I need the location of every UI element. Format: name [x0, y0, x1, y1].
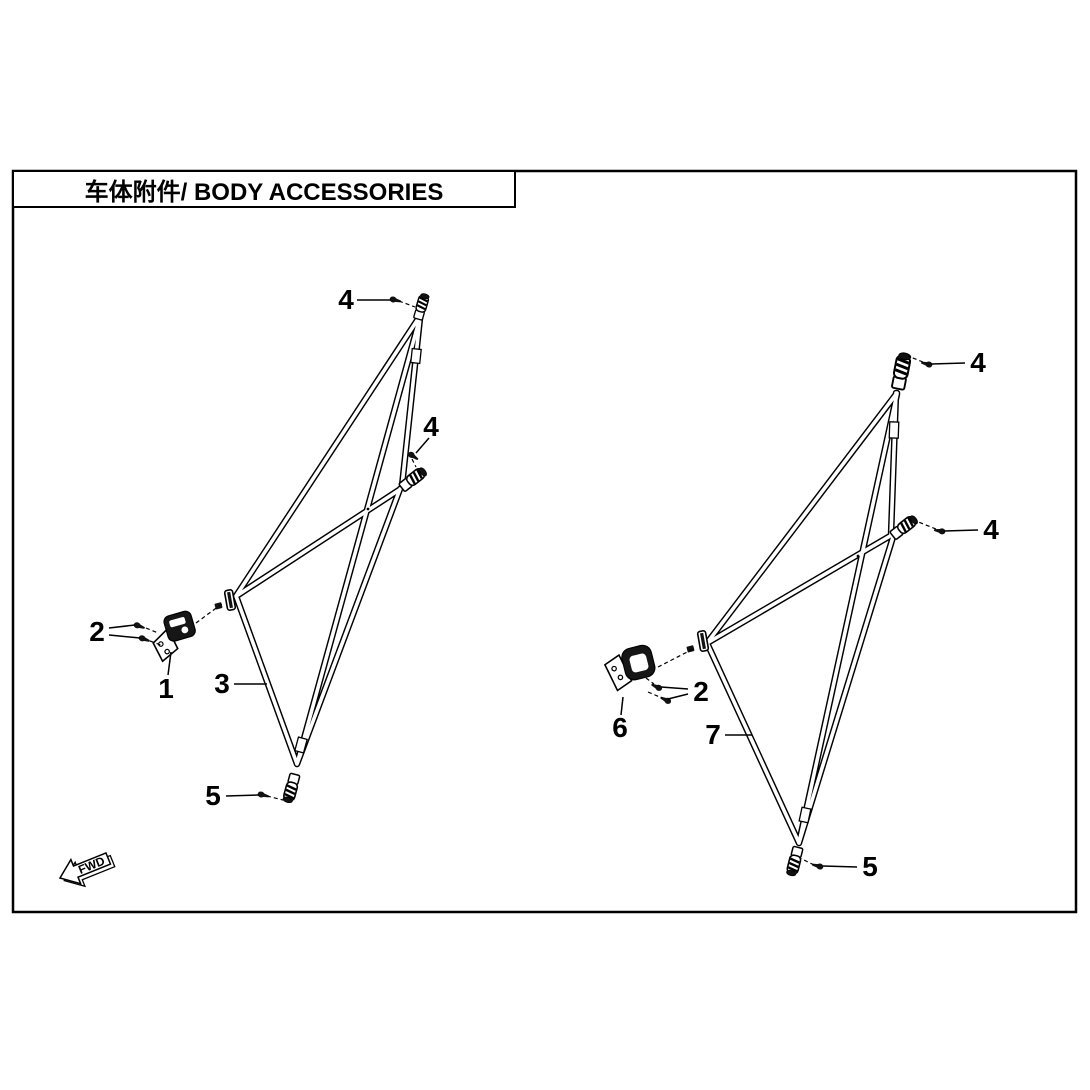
left-top-connector: [412, 291, 431, 322]
fwd-label: FWD: [76, 854, 107, 877]
drawing-border: [11, 169, 1078, 914]
assembly-dashed-lines: [145, 300, 937, 866]
title-box: 车体附件/ BODY ACCESSORIES: [12, 170, 516, 208]
right-flag-connector: [696, 629, 710, 653]
left-flag-connector: [223, 588, 237, 612]
left-bottom-connector: [281, 771, 302, 806]
right-frame-assembly: [686, 350, 921, 879]
fwd-arrow: FWD: [58, 851, 116, 888]
part6-bracket: [603, 644, 656, 692]
left-frame-assembly: [214, 291, 431, 806]
right-top-connector: [889, 350, 914, 392]
right-bottom-connector: [784, 844, 805, 879]
leader-lines: [108, 299, 979, 868]
part1-bracket: [152, 610, 196, 663]
page-title: 车体附件/ BODY ACCESSORIES: [84, 178, 444, 206]
